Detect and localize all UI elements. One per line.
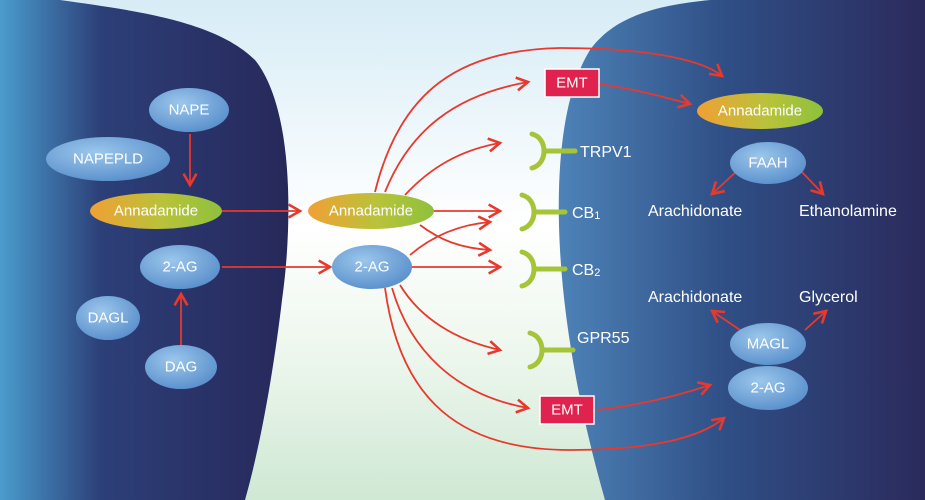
cb1-label: CB: [572, 205, 594, 222]
arrow-emt-to-anandamide: [597, 83, 693, 109]
2ag-cleft-label: 2-AG: [354, 259, 389, 276]
arachidonate-magl-label: Arachidonate: [648, 289, 742, 306]
arrow-magl-to-arachidonate: [709, 309, 741, 331]
node-dag: DAG: [145, 345, 217, 389]
arrow-2ag-to-cb1: [409, 215, 493, 256]
arrow-2ag-to-gpr55: [399, 284, 503, 356]
presynaptic-neuron: [0, 0, 289, 500]
arrow-magl-to-glycerol: [804, 309, 828, 331]
node-magl: MAGL: [730, 323, 806, 365]
magl-label: MAGL: [747, 336, 790, 353]
arrows: [173, 47, 828, 451]
node-2ag-cleft: 2-AG: [332, 245, 412, 289]
arrow-anandamide-to-post: [374, 47, 725, 193]
anandamide-cleft-label: Annadamide: [329, 203, 413, 220]
node-anandamide-cleft: Annadamide: [308, 193, 434, 229]
node-2ag-post: 2-AG: [728, 366, 808, 410]
cb2-label: CB: [572, 262, 594, 279]
receptor-cb2: CB2: [519, 249, 600, 289]
emt-bottom-label: EMT: [551, 402, 583, 419]
anandamide-pre-label: Annadamide: [114, 203, 198, 220]
arrow-faah-to-ethanolamine: [799, 169, 825, 196]
emt-top-box: EMT: [544, 68, 600, 98]
postsynaptic-neuron: [558, 0, 925, 500]
node-anandamide-pre: Annadamide: [90, 193, 222, 229]
arrow-anandamide-to-cb2: [419, 224, 493, 257]
emt-bottom-box: EMT: [539, 395, 595, 425]
dag-label: DAG: [165, 359, 198, 376]
dagl-label: DAGL: [88, 310, 129, 327]
cb2-subscript: 2: [594, 267, 600, 279]
arrow-faah-to-arachidonate: [710, 169, 739, 196]
receptor-trpv1: TRPV1: [529, 131, 632, 171]
node-dagl: DAGL: [76, 296, 140, 340]
emt-top-label: EMT: [556, 75, 588, 92]
2ag-post-label: 2-AG: [750, 380, 785, 397]
gpr55-label: GPR55: [577, 330, 630, 347]
arrow-2ag-to-emt: [391, 287, 531, 414]
2ag-pre-label: 2-AG: [162, 259, 197, 276]
node-anandamide-post: Annadamide: [697, 93, 823, 129]
svg-text:CB2: CB2: [572, 262, 600, 279]
node-napepld: NAPEPLD: [46, 137, 170, 181]
arrow-2ag-to-post: [384, 287, 727, 451]
nape-label: NAPE: [169, 102, 210, 119]
node-2ag-pre: 2-AG: [140, 245, 220, 289]
napepld-label: NAPEPLD: [73, 151, 143, 168]
arachidonate-faah-label: Arachidonate: [648, 203, 742, 220]
anandamide-post-label: Annadamide: [718, 103, 802, 120]
cb1-subscript: 1: [594, 210, 600, 222]
trpv1-label: TRPV1: [580, 144, 632, 161]
arrow-anandamide-to-trpv1: [404, 137, 503, 196]
arrow-anandamide-to-emt: [384, 76, 531, 193]
receptor-cb1: CB1: [519, 192, 600, 232]
node-faah: FAAH: [730, 142, 806, 184]
receptor-gpr55: GPR55: [527, 330, 630, 370]
node-nape: NAPE: [149, 88, 229, 132]
ethanolamine-label: Ethanolamine: [799, 203, 897, 220]
glycerol-label: Glycerol: [799, 289, 858, 306]
svg-text:CB1: CB1: [572, 205, 600, 222]
faah-label: FAAH: [748, 155, 787, 172]
arrow-emt-to-2ag: [597, 381, 713, 411]
